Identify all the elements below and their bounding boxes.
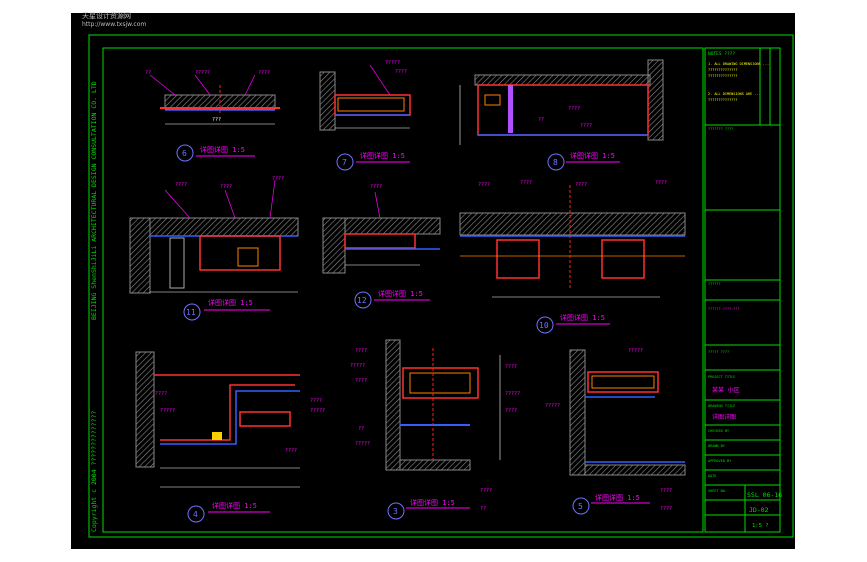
- drawing-title: 详图详图: [712, 413, 736, 421]
- svg-text:10: 10: [539, 321, 549, 330]
- detail-8-label: 详图详图 1:5: [570, 151, 615, 160]
- svg-text:????: ????: [580, 123, 592, 129]
- svg-text:??????????????: ??????????????: [708, 74, 738, 78]
- svg-text:11: 11: [186, 308, 196, 317]
- svg-text:??????? ????: ??????? ????: [708, 127, 733, 131]
- sheet-code: SSL 06-16: [747, 491, 782, 499]
- svg-text:????: ????: [285, 448, 297, 454]
- svg-text:?????: ?????: [355, 441, 370, 447]
- company-text: BEIJING ShenShiJiLi ARCHITECTURAL DESIGN…: [90, 81, 98, 320]
- svg-text:????: ????: [505, 364, 517, 370]
- svg-text:8: 8: [553, 158, 558, 167]
- title-block: NOTES ???? 1. ALL DRAWING DIMENSIONS ...…: [704, 47, 782, 533]
- sheet-code-2: JD-02: [749, 506, 769, 514]
- svg-text:????: ????: [258, 70, 270, 76]
- svg-text:?????: ?????: [545, 403, 560, 409]
- svg-text:?????: ?????: [505, 391, 520, 397]
- detail-4: ???? ????? ???? ????? ???? 4 详图详图 1:5: [135, 351, 325, 523]
- svg-text:????: ????: [568, 106, 580, 112]
- svg-text:????: ????: [660, 488, 672, 494]
- watermark-url: http://www.txsjw.com: [82, 21, 147, 28]
- detail-10: ???? ???? ???? ???? 10 详图详图 1:5: [459, 180, 686, 334]
- svg-text:?????: ?????: [628, 348, 643, 354]
- svg-text:2. ALL DIMENSIONS ARE ...: 2. ALL DIMENSIONS ARE ...: [708, 92, 761, 96]
- svg-text:????: ????: [480, 488, 492, 494]
- svg-text:??: ??: [480, 506, 486, 512]
- detail-12-label: 详图详图 1:5: [378, 289, 423, 298]
- detail-3-label: 详图详图 1:5: [410, 498, 455, 507]
- drawing-title-label: DRAWING TITLE: [708, 404, 735, 408]
- project-label: PROJECT TITLE: [708, 375, 735, 379]
- svg-text:?????? ???? ???: ?????? ???? ???: [708, 307, 740, 311]
- svg-text:3: 3: [393, 507, 398, 516]
- svg-text:4: 4: [193, 510, 198, 519]
- svg-text:??: ??: [145, 70, 151, 76]
- detail-10-label: 详图详图 1:5: [560, 313, 605, 322]
- svg-text:????: ????: [310, 398, 322, 404]
- svg-text:????: ????: [478, 182, 490, 188]
- detail-11: ???? ???? ???? 11 详图详图 1:5: [129, 176, 299, 321]
- detail-5-label: 详图详图 1:5: [595, 493, 640, 502]
- notes-header: NOTES ????: [708, 51, 735, 57]
- watermark-title: 天星设计资源网: [82, 12, 131, 20]
- outer-border: [88, 34, 794, 538]
- svg-text:????? ????: ????? ????: [708, 350, 729, 354]
- detail-8: ???? ?? ???? 8 详图详图 1:5: [459, 59, 664, 171]
- date-label: DATE: [708, 474, 716, 478]
- svg-text:?????: ?????: [310, 408, 325, 414]
- svg-text:????: ????: [155, 391, 167, 397]
- detail-6: ??? ?? ????? ???? 6 详图详图 1:5: [145, 70, 280, 162]
- svg-text:????: ????: [575, 182, 587, 188]
- svg-text:????: ????: [505, 408, 517, 414]
- svg-text:????: ????: [660, 506, 672, 512]
- detail-5: ????? ????? ???? ???? 5 详图详图 1:5: [545, 348, 686, 515]
- svg-text:??: ??: [538, 117, 544, 123]
- svg-text:????: ????: [355, 348, 367, 354]
- svg-text:????: ????: [520, 180, 532, 186]
- svg-text:6: 6: [182, 149, 187, 158]
- detail-7-label: 详图详图 1:5: [360, 151, 405, 160]
- svg-text:1. ALL DRAWING DIMENSIONS ...: 1. ALL DRAWING DIMENSIONS ...: [708, 62, 769, 66]
- svg-text:????: ????: [355, 378, 367, 384]
- svg-text:????: ????: [175, 182, 187, 188]
- project-title: 某某 小区: [712, 386, 740, 394]
- scale: 1:5 ?: [752, 523, 769, 529]
- svg-text:?????: ?????: [160, 408, 175, 414]
- svg-text:??????: ??????: [708, 282, 721, 286]
- approved-label: APPROVED BY: [708, 459, 732, 463]
- svg-text:?????: ?????: [350, 363, 365, 369]
- svg-text:7: 7: [342, 158, 347, 167]
- svg-text:??: ??: [358, 426, 364, 432]
- detail-12: ???? 12 详图详图 1:5: [322, 184, 441, 309]
- detail-3: ???? ????? ???? ???? ????? ???? ?? ?????…: [350, 339, 520, 520]
- detail-11-label: 详图详图 1:5: [208, 298, 253, 307]
- drawn-label: DRAWN BY: [708, 444, 726, 448]
- detail-7: ????? ???? 7 详图详图 1:5: [319, 60, 411, 171]
- svg-text:??????????????: ??????????????: [708, 68, 738, 72]
- svg-text:?????: ?????: [385, 60, 400, 66]
- svg-text:5: 5: [578, 502, 583, 511]
- svg-text:????: ????: [655, 180, 667, 186]
- detail-6-label: 详图详图 1:5: [200, 145, 245, 154]
- svg-text:????: ????: [272, 176, 284, 182]
- svg-text:????: ????: [395, 69, 407, 75]
- svg-text:?????: ?????: [195, 70, 210, 76]
- copyright-text: Copyright c 2004 ??????????????: [90, 411, 98, 532]
- checked-label: CHECKED BY: [708, 429, 730, 433]
- sheet-no-label: SHEET NO.: [708, 489, 727, 493]
- svg-text:???: ???: [212, 117, 221, 123]
- svg-text:????: ????: [370, 184, 382, 190]
- detail-4-label: 详图详图 1:5: [212, 501, 257, 510]
- svg-text:????: ????: [220, 184, 232, 190]
- svg-text:??????????????: ??????????????: [708, 98, 738, 102]
- svg-text:12: 12: [357, 296, 367, 305]
